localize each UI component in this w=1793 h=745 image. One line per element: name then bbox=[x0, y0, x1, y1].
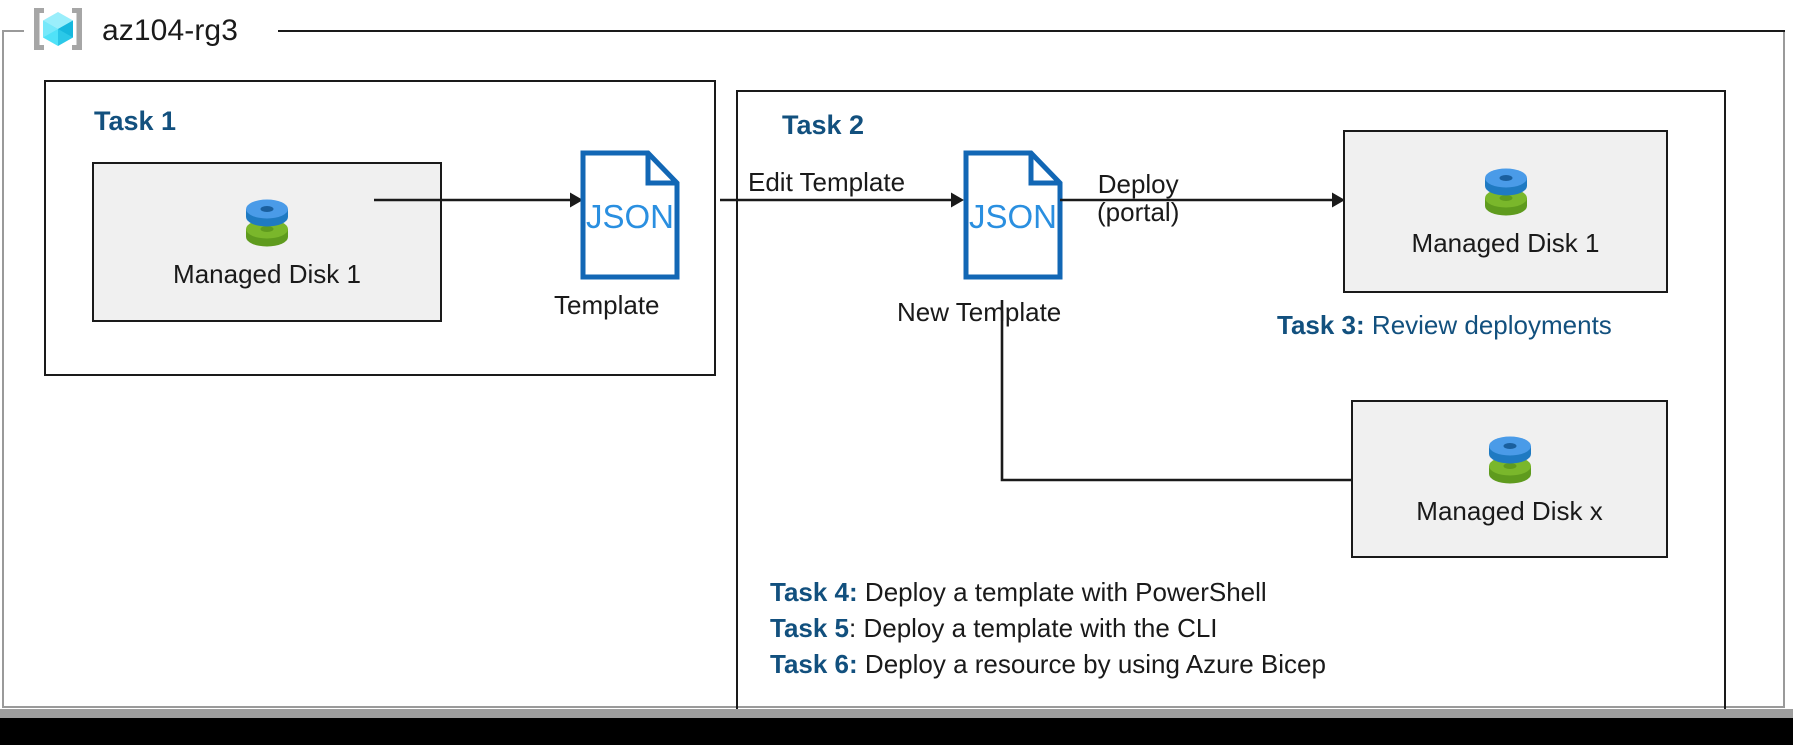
connector-label-edit-template: Edit Template bbox=[748, 167, 906, 197]
template-caption: Template bbox=[554, 290, 660, 320]
managed-disk-1-source-box[interactable]: Managed Disk 1 bbox=[92, 162, 442, 322]
connector-label-deploy-portal: Deploy (portal) bbox=[1097, 170, 1179, 226]
connector-export-template bbox=[374, 190, 584, 215]
new-template-json-document[interactable]: JSON bbox=[963, 150, 1063, 285]
managed-disk-1-deployed-label: Managed Disk 1 bbox=[1411, 228, 1600, 258]
task-1-frame bbox=[44, 80, 716, 376]
json-glyph: JSON bbox=[969, 198, 1057, 235]
resource-group-boundary bbox=[2, 30, 1785, 708]
resource-group-header: az104-rg3 bbox=[30, 0, 248, 62]
task-4-label: Task 4: bbox=[770, 577, 858, 607]
connector-edit-template bbox=[720, 190, 965, 215]
task-5-text: : Deploy a template with the CLI bbox=[849, 612, 1218, 643]
task-5-note: Task 5: Deploy a template with the CLI bbox=[770, 611, 1326, 647]
task-2-heading: Task 2 bbox=[782, 110, 865, 140]
task-notes-list: Task 4: Deploy a template with PowerShel… bbox=[770, 575, 1326, 683]
connector-deploy-scaled bbox=[1000, 300, 1370, 497]
task-5-label: Task 5 bbox=[770, 612, 850, 643]
managed-disk-x-label: Managed Disk x bbox=[1416, 495, 1603, 526]
task-6-note: Task 6: Deploy a resource by using Azure… bbox=[770, 647, 1326, 683]
task-1-heading: Task 1 bbox=[94, 106, 177, 136]
managed-disk-1-deployed-box[interactable]: Managed Disk 1 bbox=[1343, 130, 1668, 293]
managed-disk-icon bbox=[1482, 432, 1538, 490]
resource-group-cube-icon bbox=[30, 5, 86, 58]
connector-label-deploy-line1: Deploy bbox=[1097, 169, 1179, 199]
task-3-note: Task 3: Review deployments bbox=[1277, 310, 1612, 341]
json-glyph: JSON bbox=[586, 198, 674, 235]
managed-disk-x-box[interactable]: Managed Disk x bbox=[1351, 400, 1668, 558]
window-bottom-gray-bar bbox=[0, 709, 1793, 718]
resource-group-name: az104-rg3 bbox=[102, 14, 238, 47]
task-3-label: Task 3: bbox=[1277, 310, 1365, 340]
template-json-document[interactable]: JSON bbox=[580, 150, 680, 285]
managed-disk-icon bbox=[1478, 164, 1534, 222]
new-template-caption: New Template bbox=[897, 297, 1062, 327]
task-6-label: Task 6: bbox=[770, 648, 858, 679]
resource-group-top-left-rule bbox=[2, 30, 24, 32]
task-6-text: Deploy a resource by using Azure Bicep bbox=[857, 648, 1326, 679]
connector-deploy-portal bbox=[1060, 190, 1346, 215]
resource-group-top-rule bbox=[278, 30, 1785, 32]
managed-disk-icon bbox=[239, 195, 295, 253]
connector-label-deploy-line2: (portal) bbox=[1097, 197, 1180, 228]
managed-disk-1-source-label: Managed Disk 1 bbox=[173, 258, 361, 289]
task-4-note: Task 4: Deploy a template with PowerShel… bbox=[770, 575, 1326, 611]
task-4-text: Deploy a template with PowerShell bbox=[857, 577, 1267, 607]
window-bottom-black-bar bbox=[0, 718, 1793, 745]
task-3-text: Review deployments bbox=[1364, 310, 1612, 340]
